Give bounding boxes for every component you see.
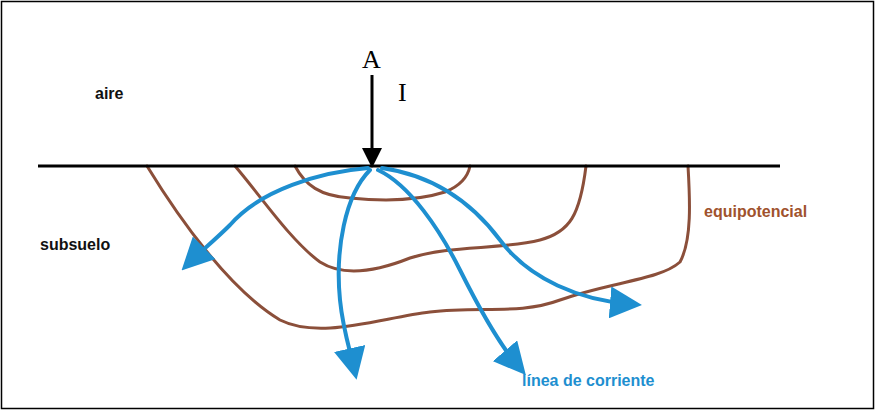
legend-label: equipotencial (704, 203, 807, 221)
equipotential-lines (147, 166, 690, 328)
ground-surface (38, 165, 780, 168)
medium-label: aire (95, 85, 123, 103)
current-symbol: I (398, 78, 407, 108)
legend-label: línea de corriente (522, 372, 655, 390)
electrode-label: A (362, 45, 381, 75)
current-lines (190, 168, 630, 368)
current-injection-arrowhead (362, 148, 382, 168)
medium-label: subsuelo (40, 236, 110, 254)
current-injection-arrow (371, 75, 374, 152)
